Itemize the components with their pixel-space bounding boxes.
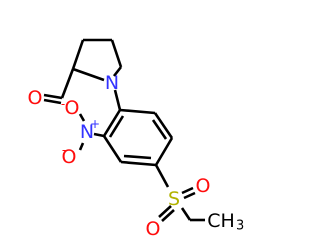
atom-nitro-plus: +: [90, 117, 100, 131]
molecule-structure: N O O - N + O - S O O CH 3: [28, 38, 244, 240]
atom-ring-nitrogen: N: [105, 72, 119, 94]
bond-benzene-2-3-inner: [151, 119, 168, 140]
bond-s-o-down-2: [161, 209, 175, 222]
bond-carbonyl-double-1: [43, 93, 63, 100]
bond-benzene-3-4: [154, 137, 174, 166]
bond-nitro-n-o-up: [78, 113, 86, 122]
bond-s-ethyl-ch2: [180, 207, 192, 221]
atom-methyl-subscript: 3: [236, 219, 244, 234]
atom-nitro-nitrogen: N: [80, 121, 94, 143]
atom-nitro-oxygen-upper: O: [65, 97, 80, 119]
bond-aryl-nitro-n: [93, 132, 105, 138]
bond-benzene-4-5: [120, 160, 157, 167]
atom-sulfur: S: [168, 188, 180, 210]
bond-c2-carbonyl-c: [60, 68, 75, 99]
atom-nitro-minus-upper: -: [61, 97, 65, 111]
bond-ring-c5-n: [112, 66, 123, 77]
bond-aryl-sulfur: [154, 164, 170, 188]
bond-nitro-n-o-down: [78, 142, 85, 151]
bond-benzene-5-6: [102, 135, 123, 163]
bond-benzene-6-1: [102, 109, 122, 137]
atom-sulfonyl-oxygen-lower: O: [146, 218, 161, 240]
bond-benzene-1-2: [119, 108, 156, 115]
bond-s-o-right-1: [181, 186, 194, 195]
bond-benzene-2-3: [153, 112, 174, 139]
bond-benzene-6-1-inner: [108, 115, 125, 138]
bond-ring-c4-c5: [110, 39, 123, 68]
bond-s-o-right-2: [183, 191, 196, 200]
atom-carbonyl-oxygen: O: [28, 87, 43, 109]
atom-methyl-carbon: CH: [207, 210, 235, 232]
atom-nitro-oxygen-lower: O: [62, 146, 77, 168]
bond-ring-c2-c3: [71, 39, 85, 70]
bond-n-aryl: [113, 89, 122, 111]
bond-benzene-4-5-inner: [123, 154, 152, 160]
bond-s-o-down-1: [158, 205, 172, 218]
bond-carbonyl-double-2: [43, 98, 62, 105]
bond-ring-n-c2: [72, 67, 105, 82]
atom-nitro-minus-lower: -: [62, 143, 66, 157]
atom-sulfonyl-oxygen-right: O: [196, 175, 211, 197]
